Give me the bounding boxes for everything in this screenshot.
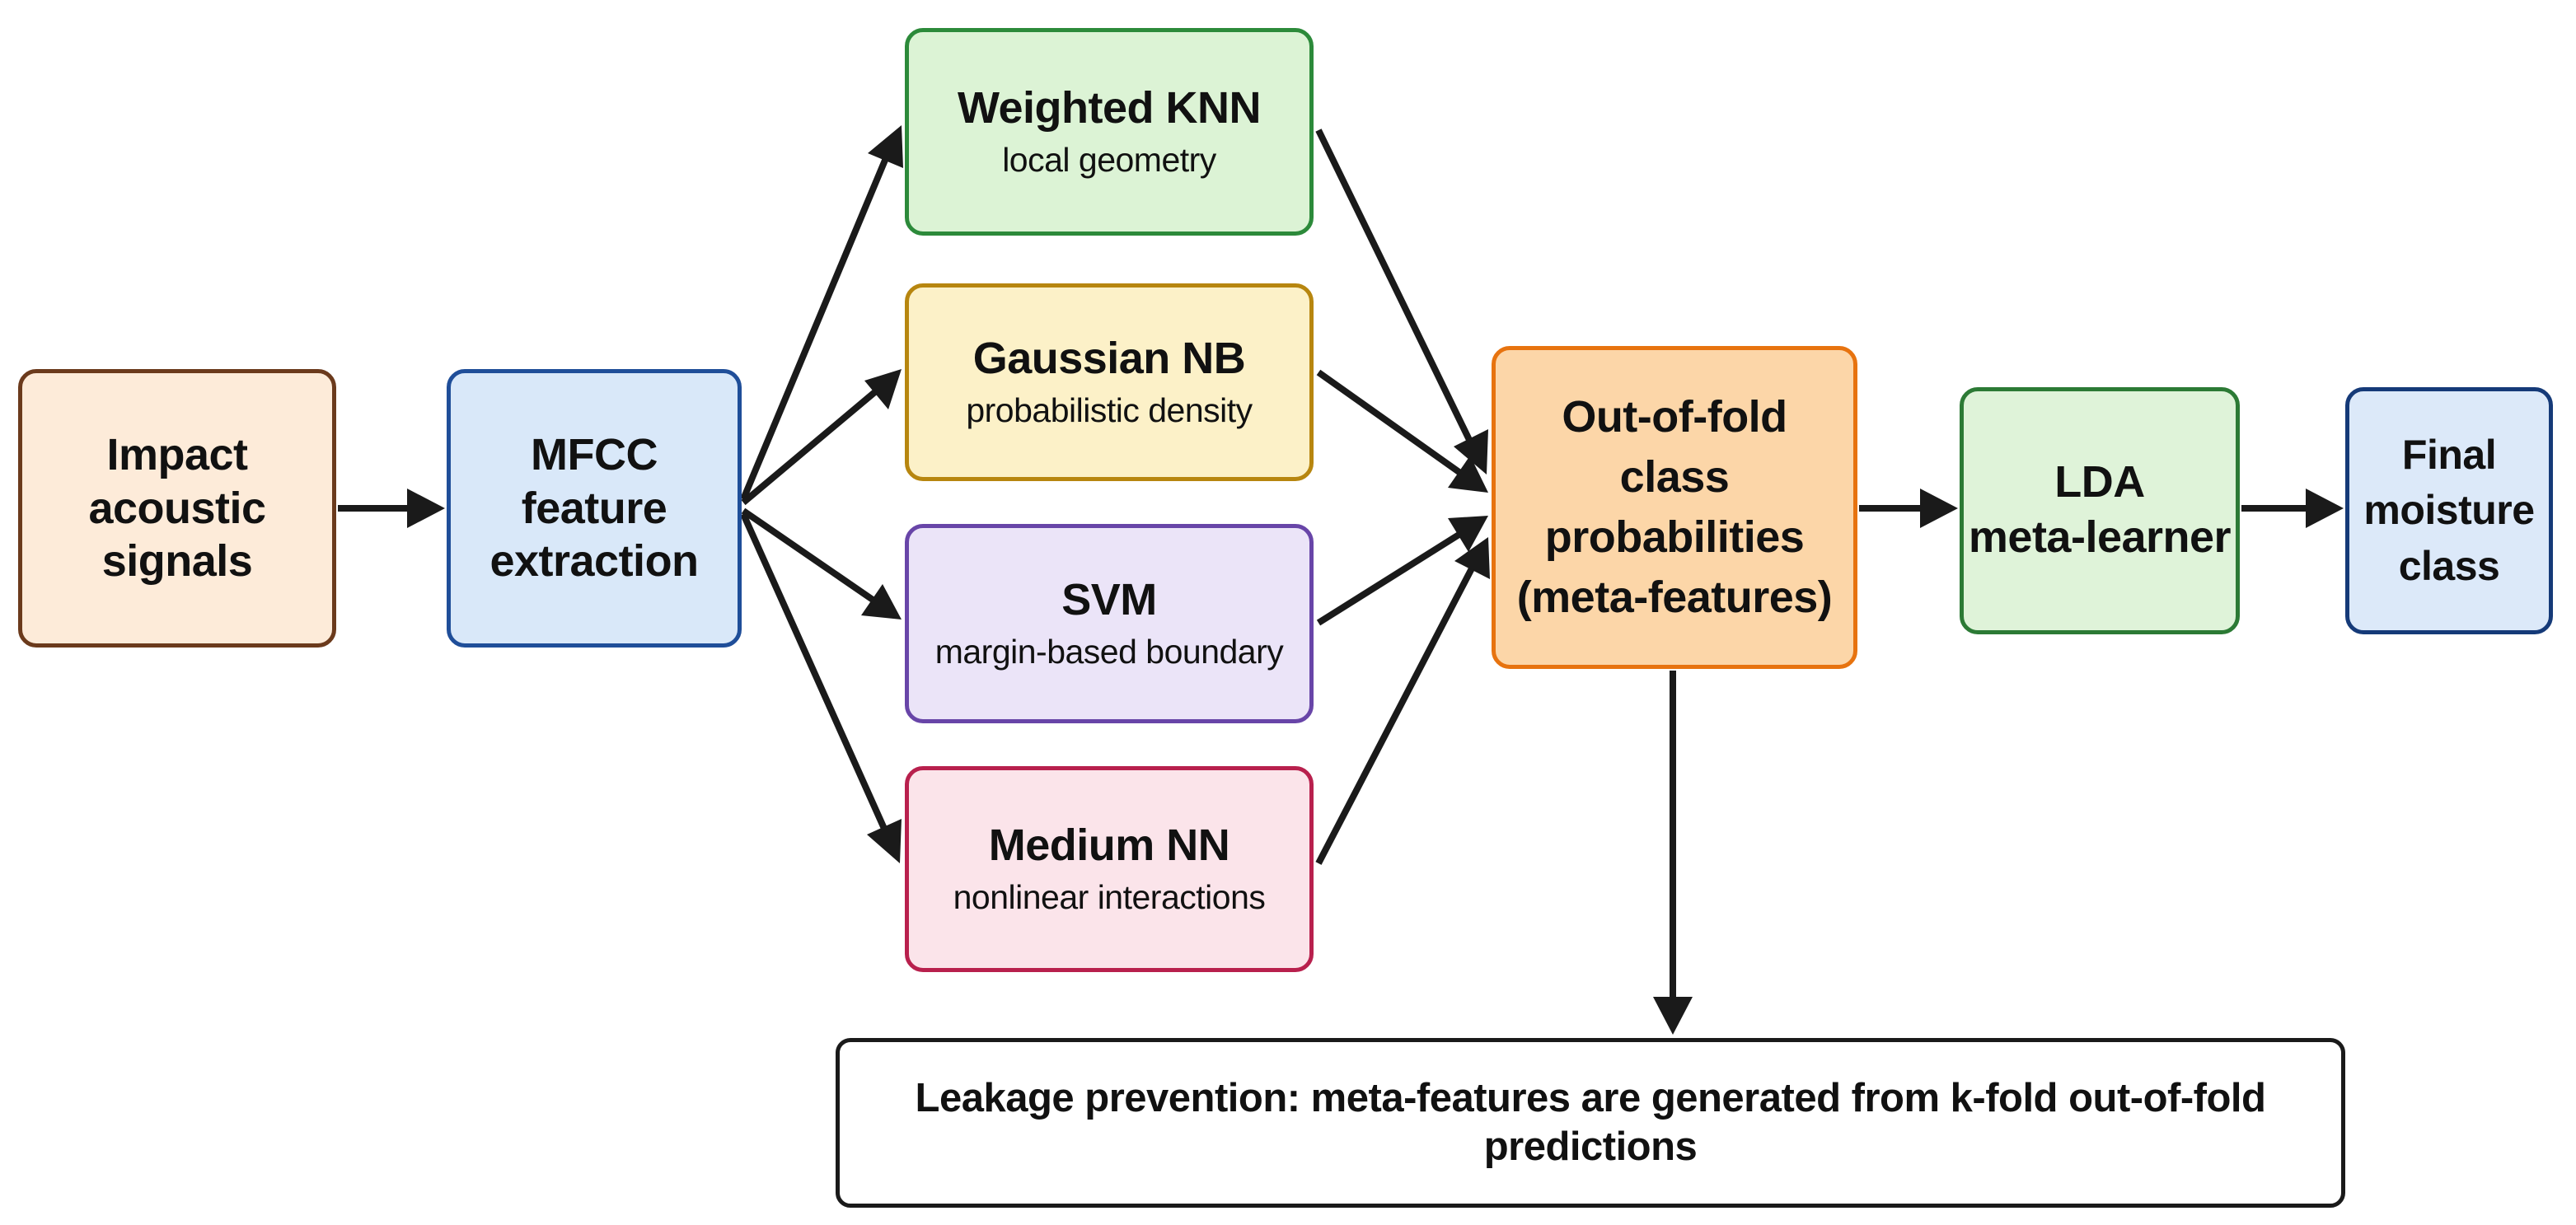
medium-nn-node: Medium NN nonlinear interactions	[905, 766, 1314, 972]
node-subtitle: probabilistic density	[966, 390, 1253, 429]
node-subtitle: local geometry	[1002, 140, 1216, 179]
arrowhead-mfcc-to-knn	[868, 125, 903, 168]
note-text: Leakage prevention: meta-features are ge…	[915, 1076, 2266, 1169]
node-subtitle: nonlinear interactions	[953, 877, 1266, 916]
arrow-mfcc-to-svm	[741, 507, 878, 605]
impact-acoustic-signals-node: Impact acoustic signals	[18, 369, 336, 648]
lda-meta-learner-node: LDA meta-learner	[1960, 387, 2240, 634]
arrow-mfcc-to-knn	[740, 157, 889, 501]
arrow-nn-to-oof	[1315, 567, 1475, 865]
arrowhead-nn-to-oof	[1454, 537, 1490, 579]
leakage-prevention-note: Leakage prevention: meta-features are ge…	[836, 1038, 2345, 1208]
arrow-gnb-to-oof	[1316, 369, 1463, 476]
gaussian-nb-node: Gaussian NB probabilistic density	[905, 283, 1314, 481]
node-subtitle: meta-learner	[1968, 512, 2232, 563]
final-moisture-class-node: Final moisture class	[2345, 387, 2553, 634]
node-title: SVM	[1061, 574, 1157, 624]
arrow-knn-to-oof	[1315, 129, 1473, 443]
arrowhead-mfcc-to-svm	[861, 584, 902, 620]
weighted-knn-node: Weighted KNN local geometry	[905, 28, 1314, 236]
node-subtitle: margin-based boundary	[934, 632, 1284, 671]
arrowhead-mfcc-to-gnb	[864, 369, 902, 409]
node-title: Final moisture class	[2363, 431, 2535, 589]
node-title: Out-of-fold class probabilities (meta-fe…	[1516, 392, 1833, 622]
arrow-mfcc-to-nn	[740, 512, 888, 832]
node-title: Impact acoustic signals	[88, 429, 266, 587]
node-title: LDA	[2054, 456, 2145, 507]
arrow-svm-to-oof	[1316, 531, 1463, 626]
arrowhead-oof-to-lda	[1920, 489, 1958, 528]
arrowhead-svm-to-oof	[1448, 516, 1488, 552]
node-title: Gaussian NB	[972, 333, 1246, 383]
arrowhead-mfcc-to-nn	[867, 819, 902, 863]
node-title: Medium NN	[988, 820, 1230, 870]
out-of-fold-probabilities-node: Out-of-fold class probabilities (meta-fe…	[1492, 346, 1857, 669]
node-title: MFCC feature extraction	[489, 429, 699, 587]
arrowhead-knn-to-oof	[1454, 429, 1488, 475]
node-title: Weighted KNN	[958, 82, 1262, 133]
arrow-mfcc-to-gnb	[741, 387, 879, 506]
arrowhead-lda-to-final	[2306, 489, 2344, 528]
arrowhead-gnb-to-oof	[1448, 456, 1488, 493]
svm-node: SVM margin-based boundary	[905, 524, 1314, 723]
arrowhead-oof-to-leak	[1653, 997, 1693, 1035]
mfcc-feature-extraction-node: MFCC feature extraction	[447, 369, 742, 648]
arrowhead-input-to-mfcc	[407, 489, 445, 528]
